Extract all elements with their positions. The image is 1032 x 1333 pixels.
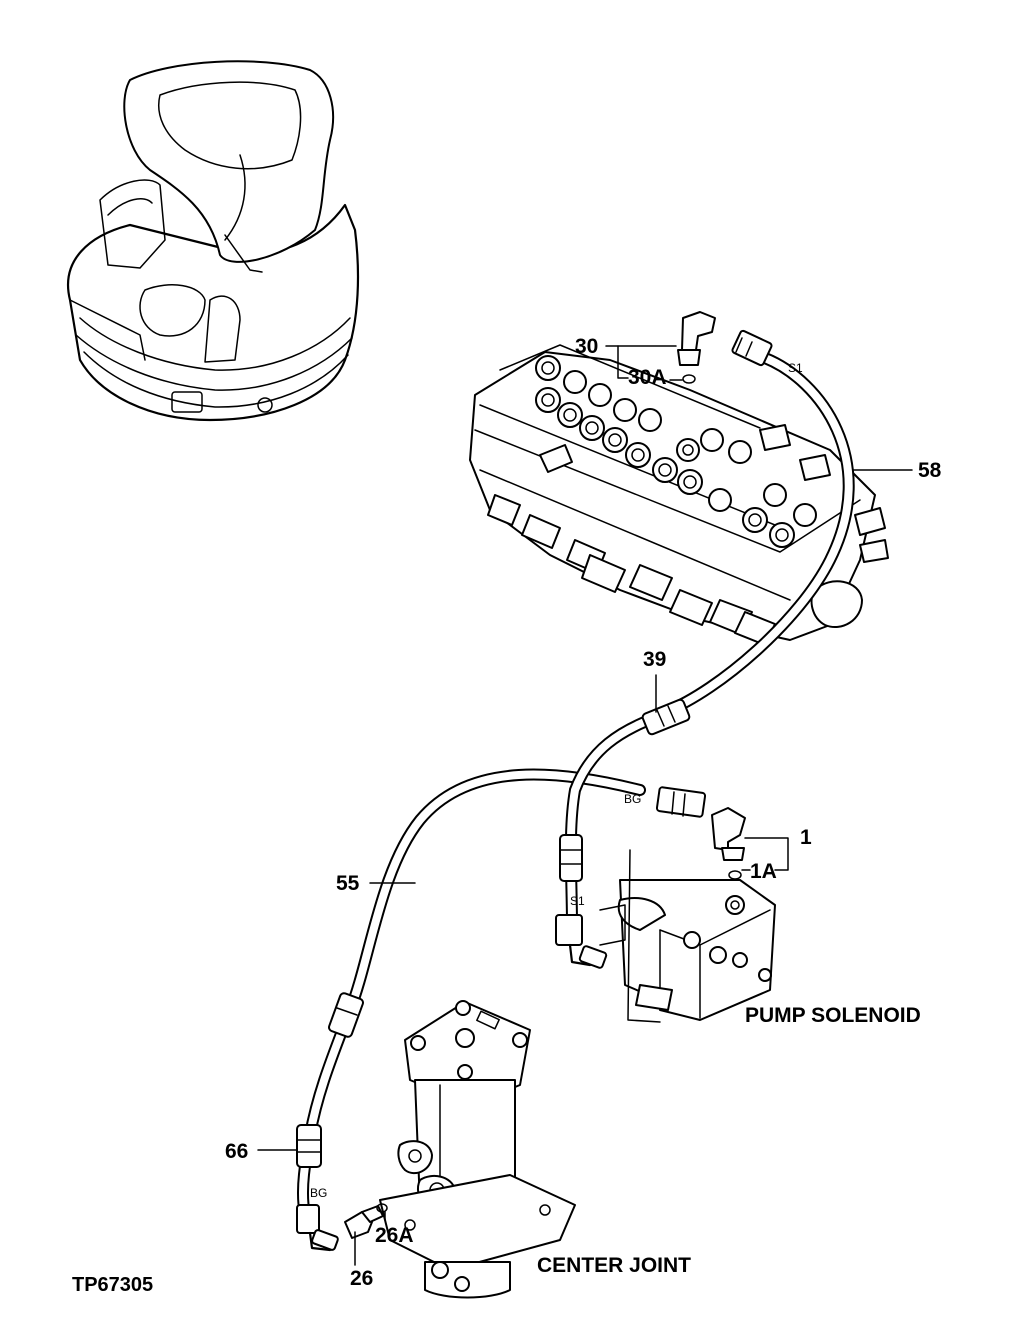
callout-66: 66 <box>225 1140 248 1163</box>
callout-1a: 1A <box>750 860 777 883</box>
control-valve-illustration <box>469 344 889 646</box>
callout-30: 30 <box>575 335 598 358</box>
hose-55 <box>304 768 646 1141</box>
callout-1: 1 <box>800 826 812 849</box>
pump-solenoid-label: PUMP SOLENOID <box>745 1004 921 1027</box>
valve-port-bosses <box>535 355 817 548</box>
callout-30a: 30A <box>628 366 667 389</box>
callout-55: 55 <box>336 872 360 895</box>
hose-tag-bg-low: BG <box>310 1186 327 1200</box>
excavator-overview-illustration <box>67 60 360 422</box>
callout-39: 39 <box>643 648 666 671</box>
hose-tag-s1-top: S1 <box>788 361 803 375</box>
drawing-reference-id: TP67305 <box>72 1274 153 1296</box>
hose-ferrules <box>296 698 691 1252</box>
hose-39 <box>564 710 666 931</box>
fitting-26 <box>344 1203 388 1239</box>
pump-solenoid-illustration <box>599 849 776 1023</box>
hose-tag-s1-mid: S1 <box>570 894 585 908</box>
fitting-30-elbow <box>677 311 716 384</box>
fitting-1-elbow <box>711 807 746 880</box>
center-joint-label: CENTER JOINT <box>537 1254 691 1277</box>
callout-26a: 26A <box>375 1224 414 1247</box>
fitting-58-end <box>731 329 773 367</box>
fitting-55-end <box>655 786 707 818</box>
hose-tag-bg-mid: BG <box>624 792 641 806</box>
hose-58 <box>659 352 855 718</box>
callout-26: 26 <box>350 1267 373 1290</box>
valve-spool-ends <box>487 424 889 646</box>
leader-lines <box>257 345 913 1266</box>
center-joint-illustration <box>379 1000 576 1299</box>
callout-58: 58 <box>918 459 942 482</box>
